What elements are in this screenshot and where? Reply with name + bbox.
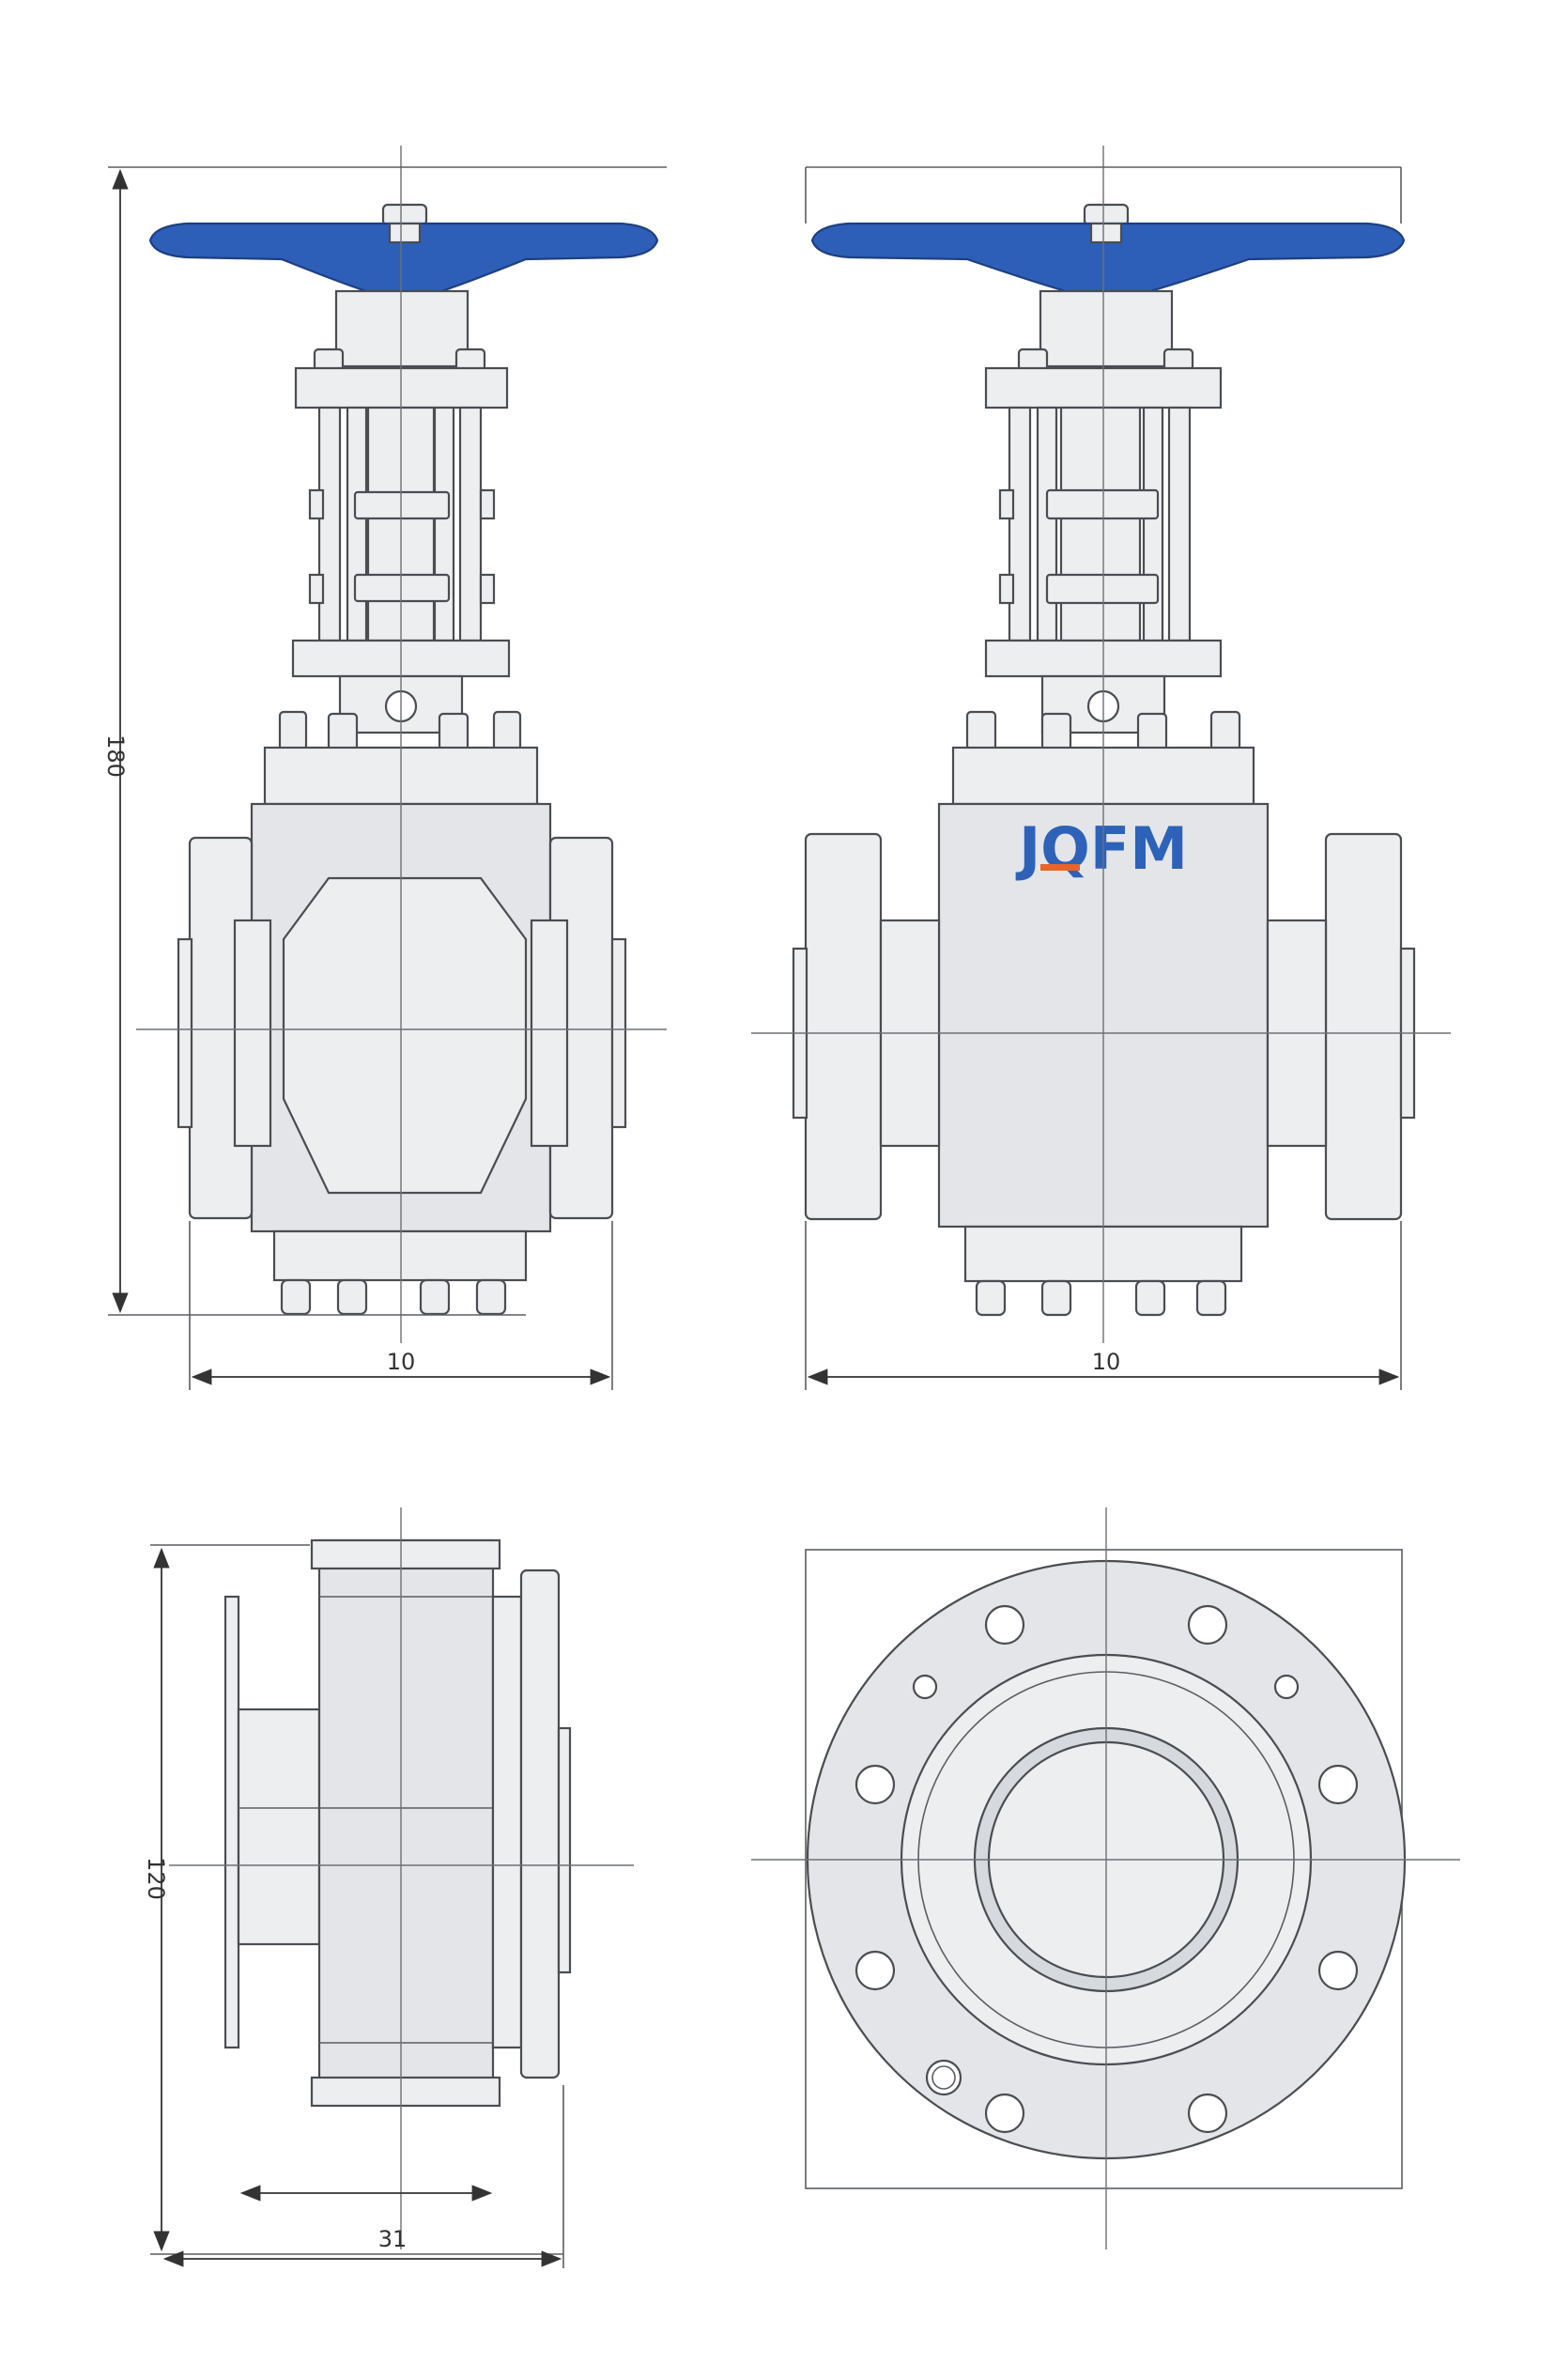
nut (454, 348, 486, 372)
bottom-bolt (280, 1278, 312, 1316)
yoke-pillar (458, 406, 483, 642)
stem (1059, 406, 1142, 642)
bolt-hole (984, 2093, 1025, 2134)
handwheel (810, 203, 1406, 293)
stem-housing (334, 289, 470, 368)
brand-logo-text: JQFM (1015, 814, 1188, 883)
left-spigot (237, 1708, 321, 1946)
width-dimension-label: 10 (1092, 1349, 1121, 1375)
bolt-hole (854, 1764, 896, 1805)
right-body-edge (491, 1595, 523, 2049)
stem-nut (1045, 488, 1160, 520)
height-dimension-label: 180 (102, 734, 129, 778)
left-flange (804, 832, 883, 1221)
right-flange (1324, 832, 1403, 1221)
bolt-hole (1187, 2093, 1228, 2134)
bolt-hole (984, 1604, 1025, 1646)
handwheel (148, 203, 659, 293)
body-boss (282, 876, 528, 1195)
logo-accent (1040, 864, 1080, 871)
bolt-hole (1317, 1950, 1359, 1991)
right-flange (519, 1569, 561, 2079)
width-dimension-label: 10 (387, 1349, 416, 1375)
top-cap (310, 1538, 501, 1570)
bolt-holes (854, 1604, 1359, 2134)
stem-housing (1039, 289, 1174, 368)
nut (1017, 348, 1049, 372)
bottom-cap (310, 2076, 501, 2108)
bolt-hole (854, 1950, 896, 1991)
bolt-hole (1317, 1764, 1359, 1805)
bonnet-bolt (965, 710, 997, 751)
bolt-hole-small (1273, 1674, 1300, 1700)
side-view: 120 31 (143, 1507, 634, 2268)
overall-dimension-label: 31 (378, 2226, 408, 2252)
front-view: 180 10 (102, 146, 667, 1390)
bolt-hole (1187, 1604, 1228, 1646)
height-dimension-label: 120 (143, 1857, 169, 1900)
bottom-bolt (975, 1279, 1007, 1317)
bottom-cover (272, 1229, 528, 1282)
bonnet-bolt (278, 710, 308, 751)
side-body (317, 1538, 495, 2106)
nut (1162, 348, 1194, 372)
left-flange-plate (223, 1595, 240, 2049)
nut (313, 348, 345, 372)
bolt-hole-small (912, 1674, 938, 1700)
front-view-branded: JQFM 10 (751, 146, 1451, 1390)
flange-end-view (751, 1507, 1460, 2249)
yoke-pillar (317, 406, 342, 642)
stem-nut (353, 490, 451, 520)
yoke-pillar (1167, 406, 1192, 642)
yoke-pillar (1008, 406, 1032, 642)
brand-logo: JQFM (1015, 814, 1188, 883)
